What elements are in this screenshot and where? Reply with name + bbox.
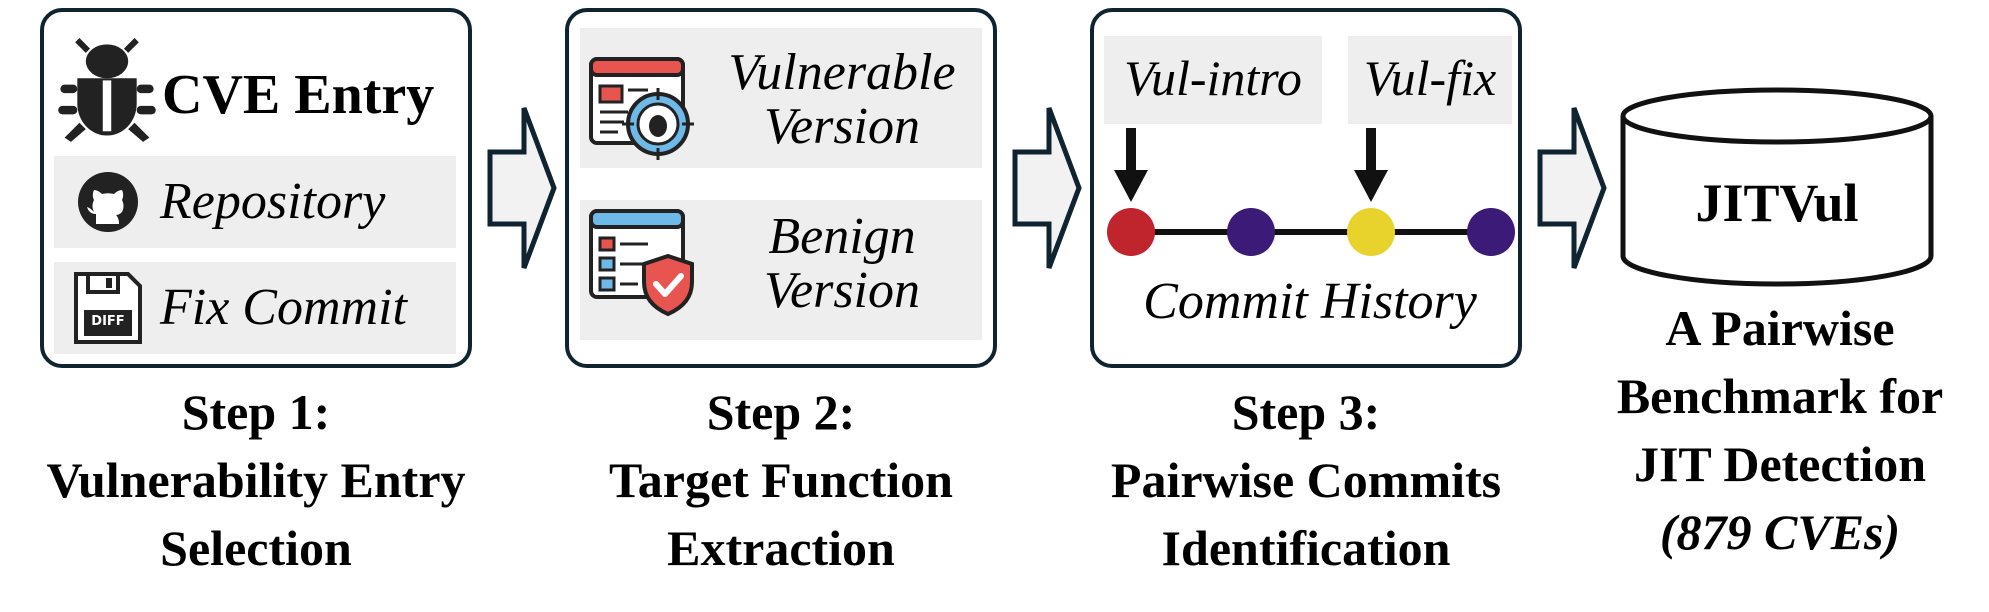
- vulnerable-page-icon: [589, 57, 694, 160]
- fix-commit-label: Fix Commit: [160, 279, 407, 336]
- vulnerable-label-line: Vulnerable: [728, 44, 956, 101]
- step3-caption-line: Step 3:: [1231, 384, 1381, 440]
- step3-caption-line: Pairwise Commits: [1110, 452, 1502, 508]
- step3-caption: Step 3: Pairwise Commits Identification: [1050, 378, 1562, 582]
- step1-caption-line: Step 1:: [181, 384, 331, 440]
- vulnerable-label-line: Version: [764, 98, 920, 155]
- vul-fix-down-arrow: [1354, 128, 1388, 202]
- database-label: JITVul: [1695, 173, 1859, 233]
- flow-arrow-1: [487, 107, 557, 269]
- step1-caption: Step 1: Vulnerability Entry Selection: [0, 378, 512, 582]
- benign-page-icon: [589, 209, 694, 317]
- vulnerable-version-label: Vulnerable Version: [700, 46, 984, 154]
- step2-caption-line: Step 2:: [706, 384, 856, 440]
- commit-timeline: [1107, 128, 1515, 256]
- step3-caption-line: Identification: [1161, 520, 1451, 576]
- commit-history-label: Commit History: [1143, 273, 1477, 330]
- bug-icon: [58, 38, 156, 142]
- output-caption-line: A Pairwise: [1665, 300, 1895, 356]
- step2-caption-line: Extraction: [667, 520, 895, 576]
- github-icon: [78, 172, 138, 232]
- output-caption: A Pairwise Benchmark for JIT Detection (…: [1580, 294, 1980, 566]
- commit-dot: [1227, 208, 1275, 256]
- vul-intro-label: Vul-intro: [1124, 50, 1302, 106]
- vul-intro-down-arrow: [1114, 128, 1148, 202]
- flow-arrow-3: [1537, 107, 1607, 269]
- commit-dot: [1347, 208, 1395, 256]
- output-caption-line: JIT Detection: [1633, 436, 1927, 492]
- commit-dot: [1107, 208, 1155, 256]
- cve-entry-label: CVE Entry: [162, 64, 435, 126]
- step1-caption-line: Vulnerability Entry: [46, 452, 466, 508]
- step2-caption: Step 2: Target Function Extraction: [525, 378, 1037, 582]
- benign-label-line: Version: [764, 262, 920, 319]
- diff-file-icon: [74, 272, 142, 344]
- commit-dot: [1467, 208, 1515, 256]
- flow-arrow-2: [1012, 107, 1082, 269]
- step2-caption-line: Target Function: [609, 452, 953, 508]
- vul-fix-label: Vul-fix: [1363, 50, 1497, 106]
- benign-label-line: Benign: [768, 208, 916, 265]
- output-caption-line: Benchmark for: [1616, 368, 1944, 424]
- diff-icon-text: DIFF: [91, 314, 125, 329]
- output-caption-cve-count: (879 CVEs): [1659, 504, 1901, 560]
- vul-intro-panel: [1104, 36, 1322, 124]
- step1-caption-line: Selection: [160, 520, 352, 576]
- vul-fix-panel: [1348, 36, 1512, 124]
- benign-version-label: Benign Version: [700, 210, 984, 318]
- database-cylinder-icon: [1620, 87, 1934, 287]
- repository-label: Repository: [160, 173, 386, 230]
